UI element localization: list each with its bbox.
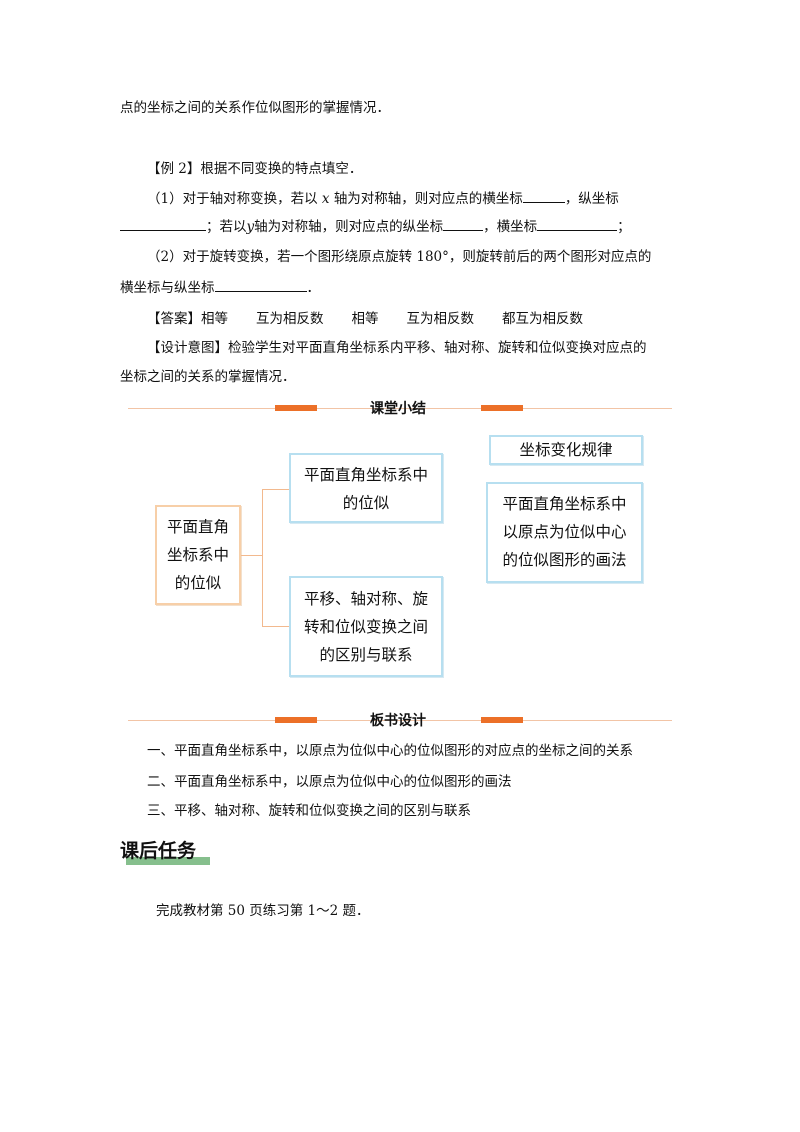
rule-title-box: 坐标变化规律 bbox=[489, 435, 643, 465]
rule-title-text: 坐标变化规律 bbox=[519, 441, 613, 459]
p1-text-a: （1）对于轴对称变换，若以 bbox=[147, 191, 318, 207]
homework-title-underline bbox=[126, 857, 210, 865]
branch2-line-2: 转和位似变换之间 bbox=[303, 618, 428, 636]
p1-text-e: 轴为对称轴，则对应点的纵坐标 bbox=[254, 219, 444, 235]
blank-2[interactable] bbox=[120, 216, 206, 231]
board-item-2: 二、平面直角坐标系中，以原点为位似中心的位似图形的画法 bbox=[147, 774, 512, 790]
design-label: 【设计意图】 bbox=[147, 340, 228, 356]
p2-text-b: 横坐标与纵坐标 bbox=[120, 280, 215, 296]
summary-title: 课堂小结 bbox=[370, 401, 426, 417]
example2-heading: 【例 2】根据不同变换的特点填空． bbox=[147, 159, 362, 179]
summary-divider-line bbox=[128, 408, 672, 409]
example2-p1-line2: ；若以y轴为对称轴，则对应点的纵坐标 ，横坐标 ； bbox=[120, 216, 631, 237]
mindmap-branch-relation: 平移、轴对称、旋 转和位似变换之间 的区别与联系 bbox=[289, 576, 443, 677]
board-title: 板书设计 bbox=[370, 713, 426, 729]
example2-label: 【例 2】 bbox=[147, 161, 201, 177]
summary-accent-right bbox=[481, 405, 523, 411]
p1-text-b: 轴为对称轴，则对应点的横坐标 bbox=[333, 191, 523, 207]
p1-text-g: ； bbox=[617, 219, 631, 235]
board-accent-left bbox=[275, 717, 317, 723]
board-item-1: 一、平面直角坐标系中，以原点为位似中心的位似图形的对应点的坐标之间的关系 bbox=[147, 743, 633, 759]
example2-p1-line1: （1）对于轴对称变换，若以 x 轴为对称轴，则对应点的横坐标 ，纵坐标 bbox=[147, 188, 619, 209]
board-item-3: 三、平移、轴对称、旋转和位似变换之间的区别与联系 bbox=[147, 803, 471, 819]
branch1-line-1: 平面直角坐标系中 bbox=[303, 466, 428, 484]
intro-tail-text: 点的坐标之间的关系作位似图形的掌握情况． bbox=[120, 100, 390, 116]
answer-5: 都互为相反数 bbox=[502, 311, 583, 327]
p1-text-d: ；若以 bbox=[206, 219, 247, 235]
rule-body-box: 平面直角坐标系中 以原点为位似中心 的位似图形的画法 bbox=[486, 482, 643, 583]
blank-1[interactable] bbox=[522, 188, 565, 203]
branch1-line-2: 的位似 bbox=[342, 494, 390, 512]
connector-branch1 bbox=[262, 489, 289, 490]
rule-line-1: 平面直角坐标系中 bbox=[502, 495, 627, 513]
var-y: y bbox=[246, 219, 255, 235]
rule-line-2: 以原点为位似中心 bbox=[502, 523, 627, 541]
example2-question: 根据不同变换的特点填空． bbox=[200, 161, 363, 177]
connector-vertical bbox=[262, 489, 263, 626]
blank-3[interactable] bbox=[443, 216, 484, 231]
root-line-3: 的位似 bbox=[174, 574, 222, 592]
mindmap-root-node: 平面直角 坐标系中 的位似 bbox=[155, 505, 241, 605]
root-line-1: 平面直角 bbox=[166, 518, 229, 536]
example2-p2-line1: （2）对于旋转变换，若一个图形绕原点旋转 180°，则旋转前后的两个图形对应点的 bbox=[147, 249, 652, 265]
answer-line: 【答案】相等互为相反数相等互为相反数都互为相反数 bbox=[147, 309, 583, 329]
answer-4: 互为相反数 bbox=[406, 311, 475, 327]
homework-text: 完成教材第 50 页练习第 1～2 题． bbox=[156, 903, 370, 919]
summary-accent-left bbox=[275, 405, 317, 411]
rule-line-3: 的位似图形的画法 bbox=[502, 551, 627, 569]
homework-title: 课后任务 bbox=[120, 840, 197, 862]
design-text-1: 检验学生对平面直角坐标系内平移、轴对称、旋转和位似变换对应点的 bbox=[228, 340, 647, 356]
p2-text-c: ． bbox=[306, 280, 321, 296]
connector-root bbox=[241, 555, 262, 556]
board-accent-right bbox=[481, 717, 523, 723]
blank-4[interactable] bbox=[537, 216, 618, 231]
branch2-line-3: 的区别与联系 bbox=[319, 646, 413, 664]
branch2-line-1: 平移、轴对称、旋 bbox=[303, 590, 428, 608]
p1-text-c: ，纵坐标 bbox=[564, 191, 619, 207]
p1-text-f: ，横坐标 bbox=[483, 219, 538, 235]
answer-2: 互为相反数 bbox=[256, 311, 324, 327]
answer-1: 相等 bbox=[201, 311, 228, 327]
example2-p2-line2: 横坐标与纵坐标 ． bbox=[120, 277, 320, 298]
answer-label: 【答案】 bbox=[147, 311, 201, 327]
mindmap-branch-position: 平面直角坐标系中 的位似 bbox=[289, 453, 443, 523]
connector-branch2 bbox=[262, 626, 289, 627]
board-divider-line bbox=[128, 720, 672, 721]
var-x: x bbox=[321, 191, 330, 207]
design-intent-line1: 【设计意图】检验学生对平面直角坐标系内平移、轴对称、旋转和位似变换对应点的 bbox=[147, 338, 647, 358]
blank-5[interactable] bbox=[214, 277, 307, 292]
root-line-2: 坐标系中 bbox=[166, 546, 229, 564]
design-intent-line2: 坐标之间的关系的掌握情况． bbox=[120, 369, 296, 385]
answer-3: 相等 bbox=[351, 311, 379, 327]
